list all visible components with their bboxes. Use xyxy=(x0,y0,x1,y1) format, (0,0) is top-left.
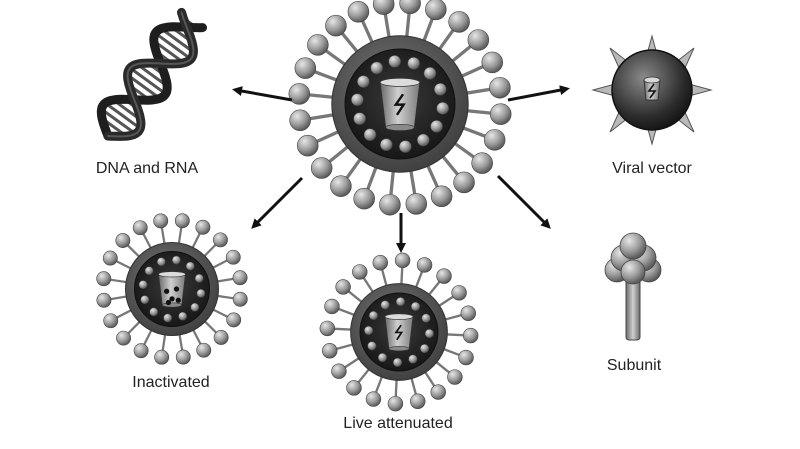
arrows-group xyxy=(232,85,570,253)
label-subunit: Subunit xyxy=(606,357,662,374)
arrow-to-dna-rna xyxy=(232,86,293,102)
label-dna-rna: DNA and RNA xyxy=(95,160,199,177)
dna-helix-icon xyxy=(96,7,207,141)
label-live-attenuated: Live attenuated xyxy=(343,415,453,432)
arrow-to-viral-vector xyxy=(507,85,570,102)
arrow-to-subunit xyxy=(496,174,551,229)
viral-vector-icon xyxy=(591,34,713,146)
inactivated-virus-icon xyxy=(96,213,248,365)
subunit-protein-icon xyxy=(604,232,662,341)
central-virus-icon xyxy=(288,0,512,216)
label-inactivated: Inactivated xyxy=(132,374,210,391)
arrow-to-inactivated xyxy=(251,176,304,229)
label-viral-vector: Viral vector xyxy=(612,160,692,177)
live-attenuated-virus-icon xyxy=(319,252,479,412)
